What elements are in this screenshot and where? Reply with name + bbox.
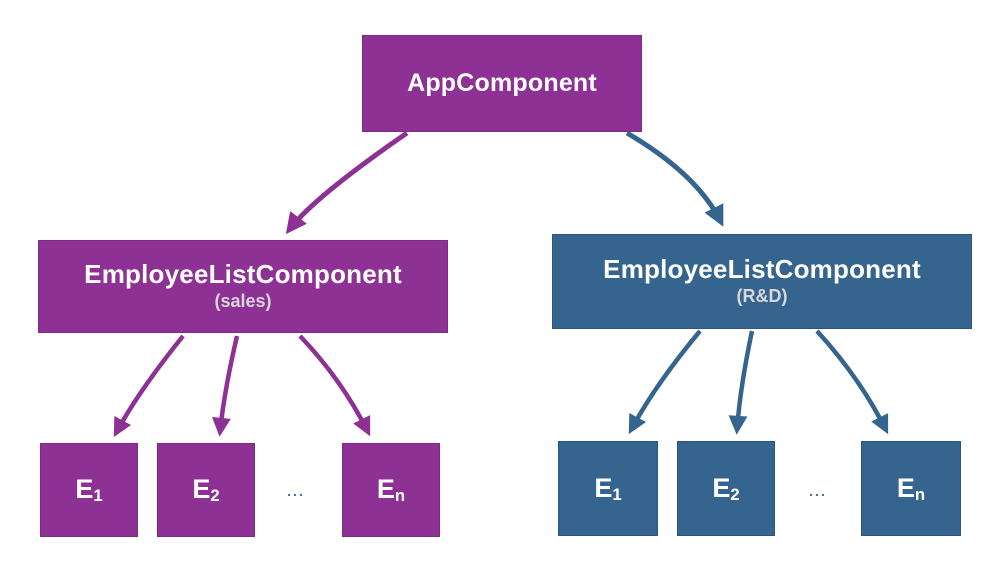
app-component-label: AppComponent (407, 69, 597, 98)
sales-employee-1-label: E1 (75, 474, 103, 505)
employee-list-sales-node: EmployeeListComponent (sales) (38, 240, 448, 333)
arrow-rnd-to-en (815, 329, 889, 435)
employee-list-sales-sublabel: (sales) (214, 291, 272, 312)
employee-list-sales-label: EmployeeListComponent (84, 259, 402, 290)
arrow-app-to-rnd (625, 130, 724, 227)
sales-ellipsis: ... (287, 483, 305, 499)
employee-list-rnd-sublabel: (R&D) (736, 286, 788, 307)
arrow-app-to-sales (285, 130, 409, 235)
rnd-employee-2-label: E2 (712, 472, 740, 504)
app-component-node: AppComponent (362, 35, 642, 132)
arrow-sales-to-en (298, 334, 371, 437)
rnd-employee-n-label: En (896, 472, 926, 504)
rnd-ellipsis: ... (809, 483, 827, 499)
arrow-sales-to-e1 (113, 334, 185, 438)
sales-employee-1-node: E1 (40, 443, 138, 537)
sales-employee-2-label: E2 (192, 474, 220, 505)
employee-list-rnd-label: EmployeeListComponent (603, 254, 921, 285)
arrow-rnd-to-e1 (628, 329, 702, 435)
rnd-employee-2-node: E2 (677, 441, 775, 536)
rnd-employee-n-node: En (861, 441, 961, 536)
rnd-employee-1-node: E1 (558, 441, 658, 536)
rnd-employee-1-label: E1 (594, 472, 622, 504)
arrow-sales-to-e2 (212, 335, 240, 437)
sales-employee-n-label: En (376, 474, 406, 505)
sales-employee-2-node: E2 (157, 443, 255, 537)
employee-list-rnd-node: EmployeeListComponent (R&D) (552, 234, 972, 329)
arrow-rnd-to-e2 (728, 330, 755, 435)
sales-employee-n-node: En (342, 443, 440, 537)
